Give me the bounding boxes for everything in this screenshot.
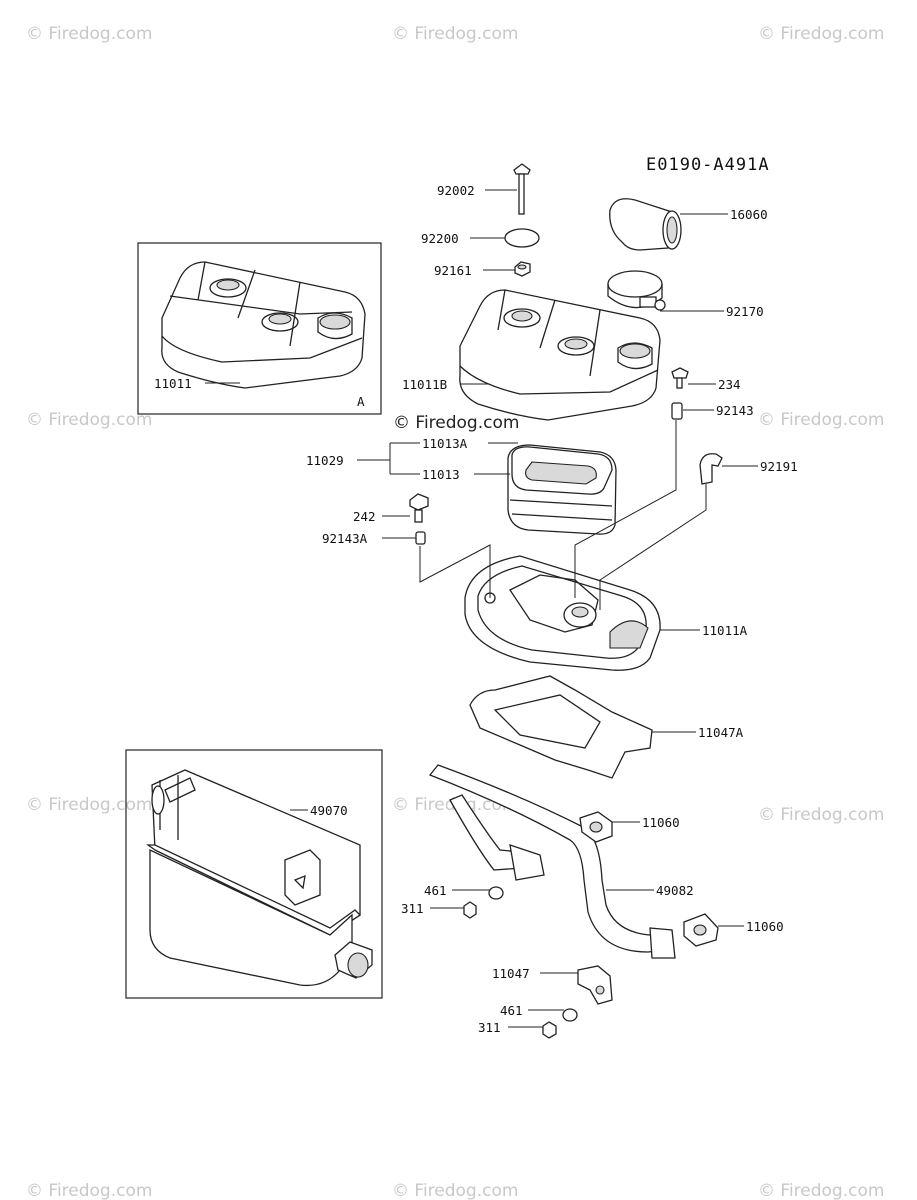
label-234: 234 bbox=[718, 377, 741, 392]
bolt-242 bbox=[409, 493, 429, 523]
watermark: © Firedog.com bbox=[758, 410, 884, 430]
label-16060: 16060 bbox=[730, 207, 768, 222]
gasket-11060-upper bbox=[579, 811, 613, 843]
watermark: © Firedog.com bbox=[26, 410, 152, 430]
label-92170: 92170 bbox=[726, 304, 764, 319]
washer-92200 bbox=[504, 228, 540, 248]
inset-box-a bbox=[137, 242, 382, 415]
watermark: © Firedog.com bbox=[392, 1181, 518, 1200]
part-labels: 92002 92200 92161 16060 92170 11011 1101… bbox=[154, 183, 798, 1035]
watermark: © Firedog.com bbox=[758, 1181, 884, 1200]
watermark: © Firedog.com bbox=[393, 413, 519, 433]
label-11029: 11029 bbox=[306, 453, 344, 468]
washer-461-upper bbox=[488, 886, 504, 900]
label-92143: 92143 bbox=[716, 403, 754, 418]
screw-234 bbox=[671, 367, 689, 389]
clamp-92170 bbox=[607, 270, 666, 311]
muffler-49070-drawing bbox=[145, 769, 373, 987]
label-92200: 92200 bbox=[421, 231, 459, 246]
hose-92191 bbox=[699, 453, 723, 485]
label-461: 461 bbox=[500, 1003, 523, 1018]
watermark: © Firedog.com bbox=[26, 795, 152, 815]
connection-lines bbox=[419, 420, 707, 610]
watermark: © Firedog.com bbox=[392, 24, 518, 44]
nut-311-lower bbox=[542, 1021, 557, 1039]
label-11047: 11047 bbox=[492, 966, 530, 981]
label-11013A: 11013A bbox=[422, 436, 468, 451]
sleeve-92143 bbox=[671, 402, 683, 420]
inset-letter: A bbox=[357, 394, 365, 409]
cover-11011-drawing bbox=[161, 261, 366, 389]
watermark-group: © Firedog.com © Firedog.com © Firedog.co… bbox=[26, 24, 884, 1200]
base-11011A-drawing bbox=[464, 555, 661, 671]
leader-lines bbox=[205, 189, 758, 1028]
label-311: 311 bbox=[478, 1020, 501, 1035]
elbow-16060 bbox=[609, 198, 682, 251]
label-242: 242 bbox=[353, 509, 376, 524]
label-92191: 92191 bbox=[760, 459, 798, 474]
label-11047A: 11047A bbox=[698, 725, 744, 740]
plate-11047A-drawing bbox=[469, 675, 653, 779]
gasket-11060-lower bbox=[683, 913, 719, 947]
label-11060: 11060 bbox=[746, 919, 784, 934]
bracket-11047-drawing bbox=[577, 965, 613, 1005]
nut-92161 bbox=[514, 261, 531, 277]
label-92161: 92161 bbox=[434, 263, 472, 278]
nut-311-upper bbox=[463, 901, 477, 919]
watermark: © Firedog.com bbox=[26, 24, 152, 44]
watermark: © Firedog.com bbox=[26, 1181, 152, 1200]
filter-11013-drawing bbox=[507, 444, 617, 535]
washer-461-lower bbox=[562, 1008, 578, 1022]
label-11011A: 11011A bbox=[702, 623, 748, 638]
label-92002: 92002 bbox=[437, 183, 475, 198]
cover-11011B-drawing bbox=[459, 289, 661, 421]
watermark: © Firedog.com bbox=[758, 24, 884, 44]
watermark: © Firedog.com bbox=[758, 805, 884, 825]
diagram-code: E0190-A491A bbox=[646, 155, 770, 175]
label-49070: 49070 bbox=[310, 803, 348, 818]
inset-box-muffler bbox=[125, 749, 383, 999]
label-49082: 49082 bbox=[656, 883, 694, 898]
label-461: 461 bbox=[424, 883, 447, 898]
label-92143A: 92143A bbox=[322, 531, 368, 546]
label-11013: 11013 bbox=[422, 467, 460, 482]
wing-bolt-92002 bbox=[513, 163, 531, 215]
label-11011B: 11011B bbox=[402, 377, 447, 392]
label-11060: 11060 bbox=[642, 815, 680, 830]
sleeve-92143A bbox=[415, 531, 426, 545]
pipe-49082-drawing bbox=[428, 764, 676, 959]
label-311: 311 bbox=[401, 901, 424, 916]
label-11011: 11011 bbox=[154, 376, 192, 391]
